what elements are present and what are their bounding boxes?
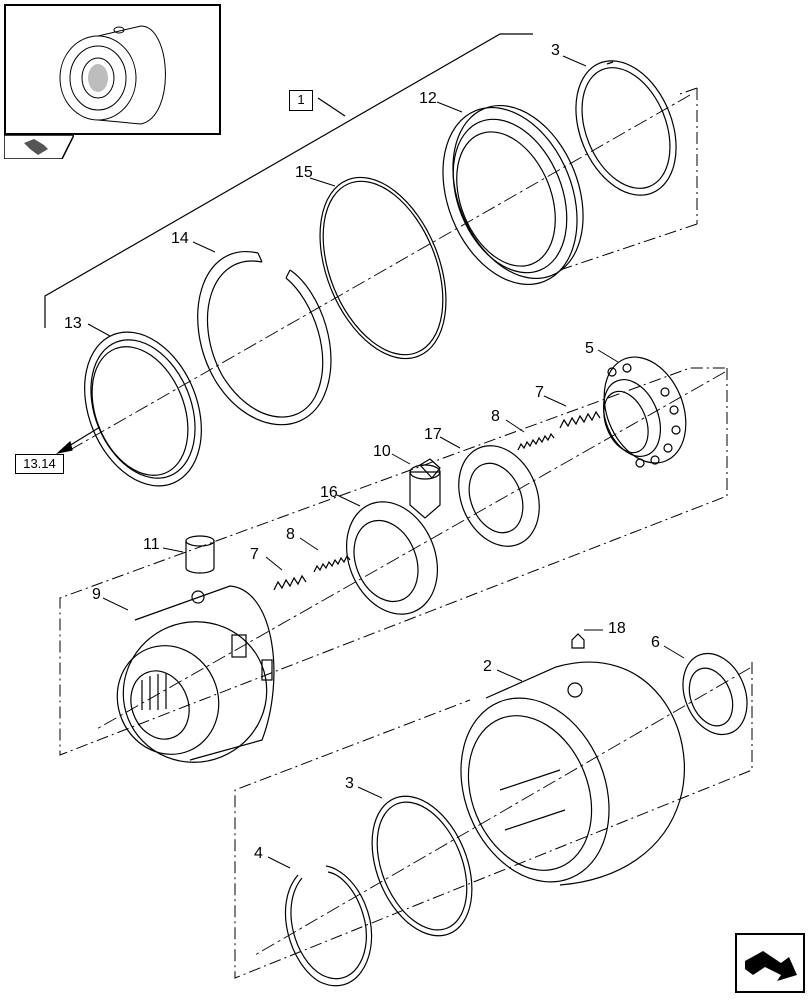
callout-part-4[interactable]: 4 (254, 845, 263, 862)
callout-part-3[interactable]: 3 (345, 775, 354, 792)
callout-part-5[interactable]: 5 (585, 340, 594, 357)
part-7-spring-upper (559, 410, 601, 429)
callout-part-9[interactable]: 9 (92, 586, 101, 603)
group-reference-box: 1 (289, 90, 313, 111)
see-reference-link[interactable]: 13.14 (15, 454, 64, 474)
part-3-ring-lower (371, 795, 473, 937)
part-3-ring-upper (575, 60, 677, 196)
callout-part-13[interactable]: 13 (64, 315, 82, 332)
assembly-thumbnail (4, 4, 221, 135)
next-page-button[interactable] (735, 933, 805, 993)
assembly-thumbnail-icon (59, 25, 166, 125)
part-4-snap-ring (284, 865, 373, 987)
part-6-washer (682, 652, 748, 736)
dashed-assembly-outline-lower (234, 662, 753, 979)
callout-part-12[interactable]: 12 (419, 90, 437, 107)
next-page-icon[interactable] (737, 935, 803, 991)
callout-part-7[interactable]: 7 (250, 546, 259, 563)
callout-part-11[interactable]: 11 (143, 536, 160, 553)
callout-part-18[interactable]: 18 (608, 620, 626, 637)
group-bracket (44, 33, 533, 328)
callout-part-8[interactable]: 8 (491, 408, 500, 425)
part-12-seal (442, 104, 584, 286)
previous-page-icon[interactable] (3, 134, 76, 160)
part-9-hub (116, 585, 275, 763)
part-7-spring-lower (273, 574, 307, 591)
part-15-o-ring (319, 176, 447, 360)
axis-lines (69, 94, 751, 956)
part-11-pin (185, 535, 215, 574)
part-8-spring-upper (517, 432, 555, 451)
part-2-housing (460, 661, 685, 886)
dashed-assembly-outline-middle (59, 367, 728, 756)
callout-part-10[interactable]: 10 (373, 443, 391, 460)
part-14-split-ring (197, 251, 332, 426)
dashed-assembly-outline-upper (559, 87, 698, 271)
callout-part-6[interactable]: 6 (651, 634, 660, 651)
callout-part-8[interactable]: 8 (286, 526, 295, 543)
part-18-fitting (571, 633, 585, 649)
callout-part-2[interactable]: 2 (483, 658, 492, 675)
part-8-spring-lower (313, 554, 351, 573)
part-10-plug (409, 458, 441, 519)
part-5-bearing-cage (603, 356, 687, 468)
part-13-ring (84, 331, 202, 487)
callout-leaders (87, 55, 685, 869)
part-16-washer (345, 501, 439, 615)
callout-part-16[interactable]: 16 (320, 484, 338, 501)
callout-part-17[interactable]: 17 (424, 426, 442, 443)
callout-part-15[interactable]: 15 (295, 164, 313, 181)
callout-part-7[interactable]: 7 (535, 384, 544, 401)
callout-part-3[interactable]: 3 (551, 42, 560, 59)
previous-page-tab[interactable] (3, 134, 76, 160)
callout-part-14[interactable]: 14 (171, 230, 189, 247)
part-17-washer (458, 445, 540, 547)
